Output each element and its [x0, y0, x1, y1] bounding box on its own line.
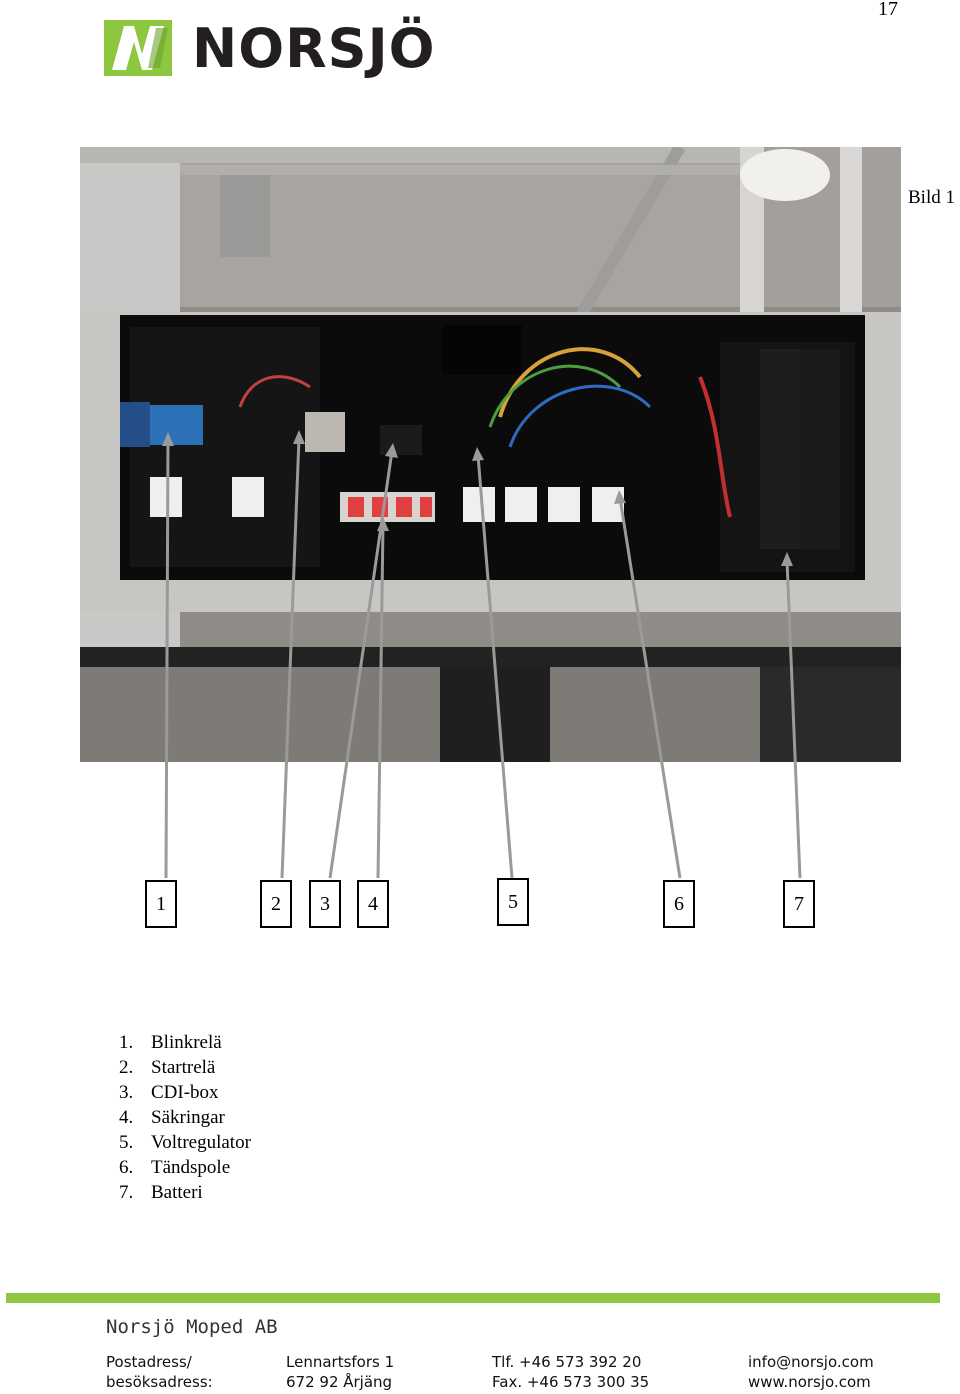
legend-item-number: 1.: [119, 1032, 134, 1053]
callout-2: 2: [260, 880, 292, 928]
callout-7: 7: [783, 880, 815, 928]
footer-address-label-1: Postadress/: [106, 1353, 192, 1371]
footer-divider: [6, 1293, 940, 1303]
legend-item-number: 7.: [119, 1182, 134, 1203]
logo-mark-icon: [104, 20, 172, 76]
legend-item-text: Blinkrelä: [151, 1032, 222, 1053]
legend-item-number: 6.: [119, 1157, 134, 1178]
page-number: 17: [878, 0, 898, 20]
footer-email-link[interactable]: info@norsjo.com: [748, 1353, 874, 1371]
legend-item: 1. Blinkrelä: [119, 1030, 251, 1055]
legend-item-text: Batteri: [151, 1182, 203, 1203]
footer-fax: Fax. +46 573 300 35: [492, 1373, 650, 1391]
logo-text: NORSJÖ: [192, 17, 436, 80]
footer-phone: Tlf. +46 573 392 20: [492, 1353, 642, 1371]
footer-company-name: Norsjö Moped AB: [106, 1316, 278, 1338]
footer-postal: 672 92 Årjäng: [286, 1373, 393, 1391]
legend-item-number: 4.: [119, 1107, 134, 1128]
callout-5: 5: [497, 878, 529, 926]
legend-item-text: Voltregulator: [151, 1132, 251, 1153]
electrical-box-photo: [80, 147, 901, 762]
footer-address-label-2: besöksadress:: [106, 1373, 213, 1391]
component-legend: 1. Blinkrelä 2. Startrelä 3. CDI-box 4. Säkr…: [119, 1030, 251, 1205]
legend-item: 5. Voltregulator: [119, 1130, 251, 1155]
legend-item-text: CDI-box: [151, 1082, 219, 1103]
legend-item: 4. Säkringar: [119, 1105, 251, 1130]
legend-item-number: 3.: [119, 1082, 134, 1103]
callout-1: 1: [145, 880, 177, 928]
legend-item-number: 2.: [119, 1057, 134, 1078]
legend-item-text: Säkringar: [151, 1107, 225, 1128]
legend-item-text: Tändspole: [151, 1157, 231, 1178]
legend-item-text: Startrelä: [151, 1057, 216, 1078]
legend-item: 2. Startrelä: [119, 1055, 251, 1080]
legend-item: 6. Tändspole: [119, 1155, 251, 1180]
footer-street: Lennartsfors 1: [286, 1353, 395, 1371]
callout-4: 4: [357, 880, 389, 928]
footer-website-link[interactable]: www.norsjo.com: [748, 1373, 871, 1391]
legend-item: 3. CDI-box: [119, 1080, 251, 1105]
legend-item: 7. Batteri: [119, 1180, 251, 1205]
callout-3: 3: [309, 880, 341, 928]
callout-6: 6: [663, 880, 695, 928]
norsjo-logo: NORSJÖ: [104, 17, 444, 80]
legend-item-number: 5.: [119, 1132, 134, 1153]
figure-label: Bild 1: [908, 187, 955, 208]
